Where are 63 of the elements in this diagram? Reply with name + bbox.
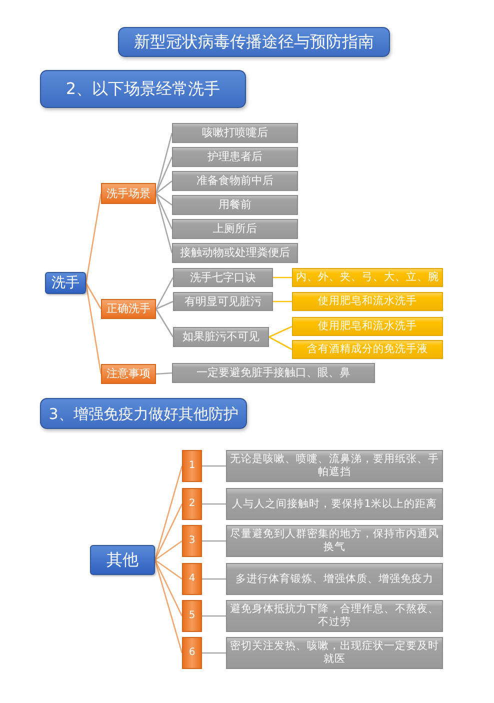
connector-line [155, 308, 174, 338]
category-box: 洗手场景 [101, 183, 156, 204]
connector-line [156, 192, 172, 206]
item-box: 护理患者后 [172, 147, 298, 167]
connector-line [268, 336, 292, 350]
tip-box: 密切关注发热、咳嗽，出现症状一定要及时就医 [226, 637, 443, 669]
connector-line [156, 180, 172, 194]
topic-box: 洗手 [45, 272, 86, 294]
connector-line [155, 132, 173, 194]
connector-line [155, 193, 173, 230]
detail-box: 使用肥皂和流水洗手 [292, 317, 443, 336]
item-box: 用餐前 [172, 195, 298, 215]
detail-box: 使用肥皂和流水洗手 [292, 292, 443, 311]
connector-line [156, 372, 172, 375]
item-box: 洗手七字口诀 [173, 268, 273, 287]
number-box: 6 [182, 637, 202, 669]
connector-line [154, 560, 183, 616]
connector-line [202, 615, 226, 617]
connector-line [268, 326, 292, 338]
connector-line [273, 276, 292, 278]
connector-line [202, 578, 226, 580]
item-box: 有明显可见脏污 [173, 292, 273, 311]
connector-line [154, 504, 183, 560]
connector-line [154, 560, 183, 654]
connector-line [154, 540, 182, 561]
number-box: 2 [182, 488, 202, 520]
item-box: 准备食物前中后 [172, 171, 298, 191]
number-box: 3 [182, 525, 202, 557]
section-header: 2、以下场景经常洗手 [40, 70, 246, 108]
detail-box: 内、外、夹、弓、大、立、腕 [292, 268, 443, 287]
connector-line [85, 193, 102, 284]
connector-line [85, 282, 102, 310]
connector-line [202, 540, 226, 542]
connector-line [202, 465, 226, 467]
item-box: 上厕所后 [172, 219, 298, 239]
item-box: 咳嗽打喷嚏后 [172, 123, 298, 143]
connector-line [156, 300, 174, 310]
tip-box: 无论是咳嗽、喷嚏、流鼻涕，要用纸张、手帕遮挡 [226, 450, 443, 482]
title-banner: 新型冠状病毒传播途径与预防指南 [118, 27, 390, 57]
number-box: 1 [182, 450, 202, 482]
item-box: 接触动物或处理粪便后 [172, 243, 298, 263]
tip-box: 多进行体育锻炼、增强体质、增强免疫力 [226, 563, 443, 595]
category-box: 注意事项 [101, 364, 156, 384]
connector-line [202, 652, 226, 654]
connector-line [85, 282, 102, 374]
connector-line [155, 277, 174, 310]
item-box: 如果脏污不可见 [173, 327, 269, 347]
category-box: 正确洗手 [101, 299, 156, 319]
connector-line [273, 300, 292, 302]
number-box: 5 [182, 600, 202, 632]
section-header: 3、增强免疫力做好其他防护 [40, 398, 247, 429]
connector-line [154, 559, 182, 580]
number-box: 4 [182, 563, 202, 595]
topic-box: 其他 [90, 545, 155, 575]
detail-box: 含有酒精成分的免洗手液 [292, 340, 443, 359]
tip-box: 尽量避免到人群密集的地方，保持市内通风换气 [226, 525, 443, 557]
item-box: 一定要避免脏手接触口、眼、鼻 [172, 363, 375, 383]
connector-line [155, 193, 173, 254]
tip-box: 避免身体抵抗力下降，合理作息、不熬夜、不过劳 [226, 600, 443, 632]
connector-line [155, 156, 173, 194]
tip-box: 人与人之间接触时，要保持1米以上的距离 [226, 488, 443, 520]
connector-line [202, 503, 226, 505]
connector-line [154, 466, 183, 560]
